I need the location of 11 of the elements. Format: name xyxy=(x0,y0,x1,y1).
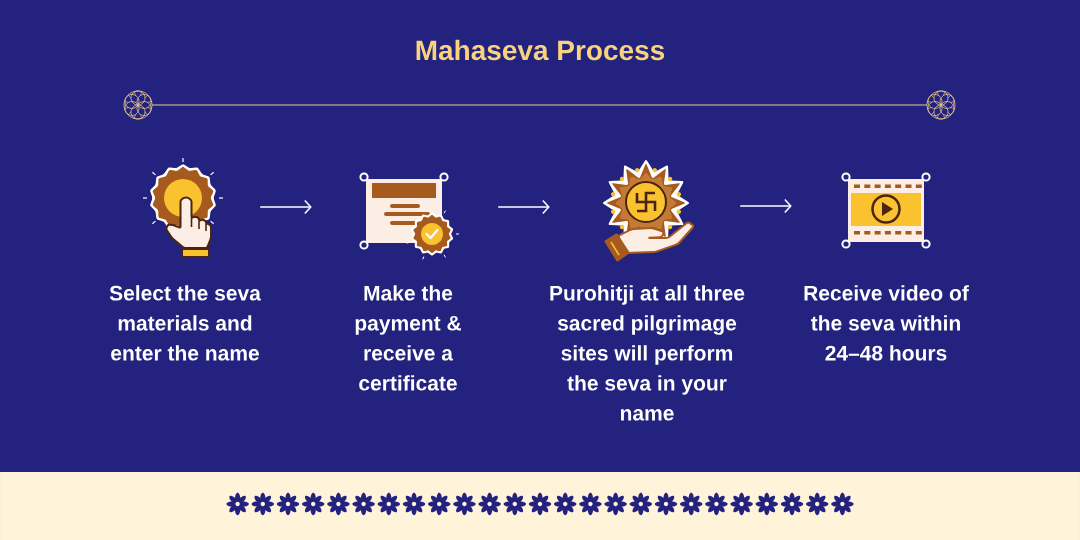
arrow xyxy=(739,198,792,214)
step-caption: Receive video of the seva within 24–48 hours xyxy=(804,285,969,361)
offering-hand-icon xyxy=(603,160,695,262)
step-caption: Make the payment & receive a certificate xyxy=(355,285,461,391)
certificate-icon xyxy=(359,172,460,260)
arrow xyxy=(497,199,550,215)
hand-tap-icon xyxy=(142,157,224,258)
video-film-icon xyxy=(841,172,931,249)
step-caption: Select the seva materials and enter the name xyxy=(109,285,261,361)
step-caption: Purohitji at all three sacred pilgrimage sites will perform the seva in your name xyxy=(550,285,745,421)
title: Mahaseva Process xyxy=(416,39,665,61)
